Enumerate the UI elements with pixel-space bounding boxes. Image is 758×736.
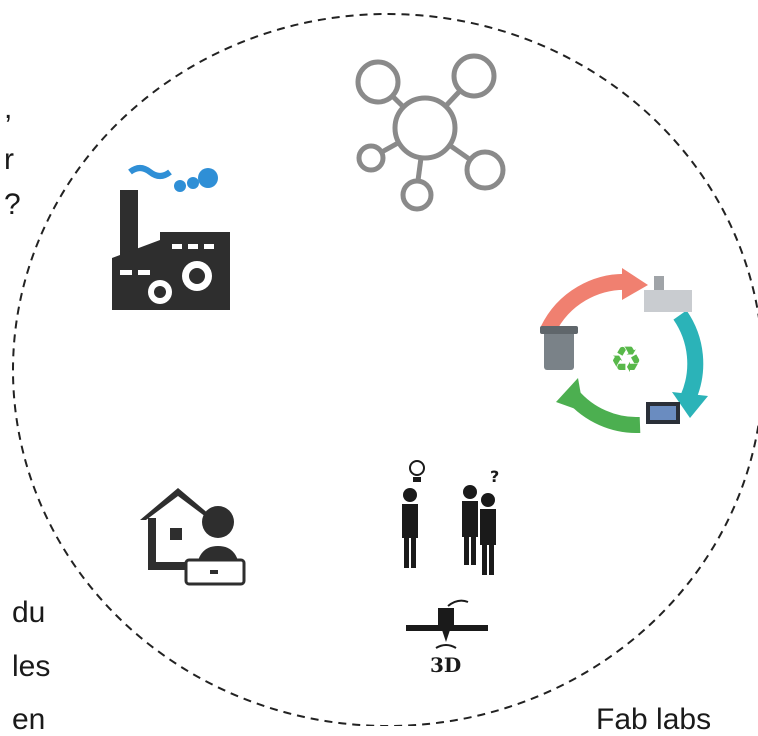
text-fragment-r: r bbox=[4, 143, 14, 176]
home-office-laptop-icon bbox=[140, 488, 246, 586]
people-ideas-icon: ? bbox=[402, 460, 499, 575]
3d-printer-label: 3D bbox=[430, 653, 461, 677]
recycling-cycle-icon: ♻ bbox=[540, 268, 708, 434]
text-fragment-question: ? bbox=[4, 188, 21, 221]
factory-gears-icon bbox=[112, 165, 230, 310]
3d-printer-icon: 3D bbox=[406, 599, 488, 677]
text-fragment-les: les bbox=[12, 650, 51, 683]
dashed-circle bbox=[12, 13, 758, 726]
svg-text:?: ? bbox=[490, 467, 499, 486]
text-fragment-comma: , bbox=[4, 92, 13, 125]
text-fragment-du: du bbox=[12, 596, 46, 629]
svg-text:♻: ♻ bbox=[610, 340, 642, 381]
network-nodes-icon bbox=[355, 53, 506, 212]
